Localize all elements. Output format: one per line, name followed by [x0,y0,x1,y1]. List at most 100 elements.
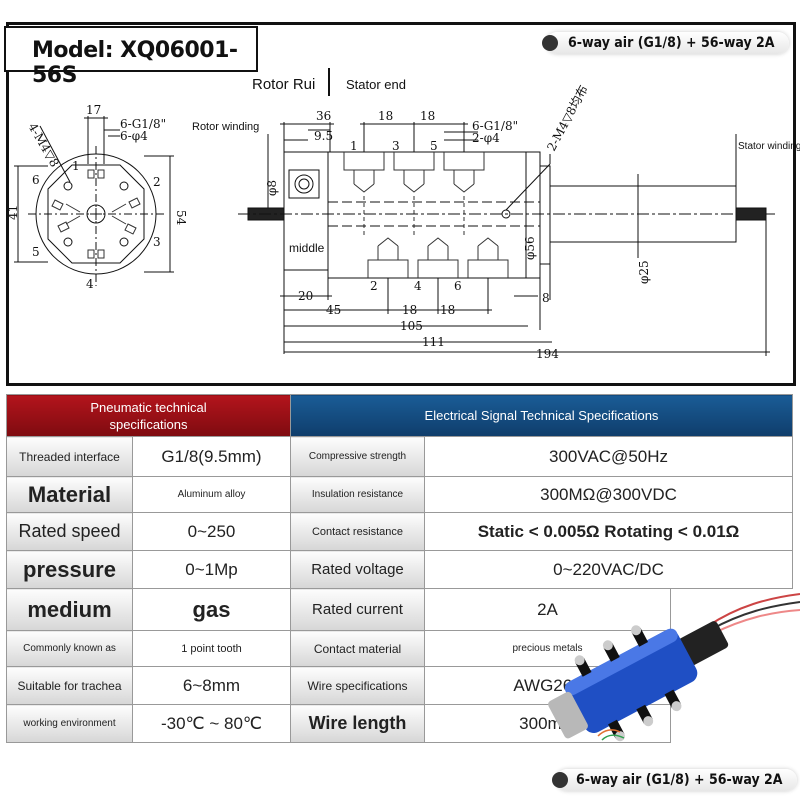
bottom-banner: 6-way air (G1/8) + 56-way 2A [552,769,797,791]
e-value: 2A [424,588,671,631]
p-label: medium [6,588,133,631]
dim-phi8: φ8 [265,180,279,196]
dim-9-5: 9.5 [314,129,333,143]
e-value: Static < 0.005Ω Rotating < 0.01Ω [424,512,793,551]
p-value: 0~250 [132,512,291,551]
e-value: 300VAC@50Hz [424,436,793,477]
dim-17: 17 [86,103,101,117]
top-banner-text: 6-way air (G1/8) + 56-way 2A [568,35,775,51]
table-row: working environment -30℃ ~ 80℃ Wire leng… [6,704,793,743]
rotor-winding-label: Rotor winding [192,121,260,133]
rotor-rui-label: Rotor Rui [252,76,316,93]
end-hole-label: 6-φ4 [120,129,148,143]
bullet-icon [542,35,558,51]
e-label: Rated current [290,588,425,631]
port-label: 5 [32,245,40,259]
p-label: Material [6,476,133,513]
port-label: 1 [350,139,358,153]
pneumatic-header: Pneumatic technical specifications [6,394,291,437]
table-row: pressure 0~1Mp Rated voltage 0~220VAC/DC [6,550,793,589]
e-label: Compressive strength [290,436,425,477]
stator-end-label: Stator end [346,77,406,92]
end-view-octagon [47,164,145,264]
model-title: Model: XQ06001-56S [4,26,258,88]
spec-table: Pneumatic technical specifications Elect… [6,394,793,743]
p-label: Threaded interface [6,436,133,477]
table-row: Threaded interface G1/8(9.5mm) Compressi… [6,436,793,477]
side-hole-label: 2-φ4 [472,131,500,145]
bullet-icon [552,772,568,788]
port-label: 2 [153,175,161,189]
p-label: Suitable for trachea [6,666,133,705]
e-label: Wire specifications [290,666,425,705]
dim-20: 20 [298,289,313,303]
end-view-bolt [119,181,129,191]
electrical-header-text: Electrical Signal Technical Specificatio… [424,408,659,423]
p-value: 0~1Mp [132,550,291,589]
rotor-body [565,629,698,733]
e-label: Rated voltage [290,550,425,589]
p-value: Aluminum alloy [132,476,291,513]
dim-105: 105 [400,319,423,333]
table-row: Rated speed 0~250 Contact resistance Sta… [6,512,793,551]
port-label: 4 [86,277,94,291]
e-label: Insulation resistance [290,476,425,513]
dim-36: 36 [316,109,331,123]
dim-41: 41 [8,205,20,220]
p-value: -30℃ ~ 80℃ [132,704,291,743]
p-label: Commonly known as [6,630,133,667]
flange-port [288,169,320,199]
middle-label: middle [287,241,327,255]
dim-phi56: φ56 [523,236,537,260]
electrical-header: Electrical Signal Technical Specificatio… [290,394,793,437]
p-value: 1 point tooth [132,630,291,667]
port-label: 3 [153,235,161,249]
dim-18: 18 [402,303,417,317]
dim-111: 111 [422,335,445,349]
bottom-banner-text: 6-way air (G1/8) + 56-way 2A [576,772,783,788]
port-label: 4 [414,279,422,293]
pneumatic-header-text: Pneumatic technical specifications [90,399,207,432]
product-photo [548,593,800,742]
stator-shaft [735,207,767,221]
end-thread-label: 6-G1/8" [120,117,166,131]
label-divider [328,68,330,96]
end-view-bolt [119,237,129,247]
dim-18: 18 [440,303,455,317]
p-label: working environment [6,704,133,743]
dim-8: 8 [542,291,550,305]
e-value: 300MΩ@300VDC [424,476,793,513]
top-banner: 6-way air (G1/8) + 56-way 2A [542,32,789,54]
e-label: Wire length [290,704,425,743]
port-label: 6 [454,279,462,293]
end-view-bolt [63,181,73,191]
main-body [327,151,541,279]
end-view-bolt [63,237,73,247]
dim-194: 194 [536,347,559,361]
drawing-frame [6,22,796,386]
p-label: pressure [6,550,133,589]
p-label: Rated speed [6,512,133,551]
dim-18: 18 [420,109,435,123]
dim-45: 45 [326,303,341,317]
side-m4-label: 2-M4▽8均布 [544,83,590,154]
table-row: Material Aluminum alloy Insulation resis… [6,476,793,513]
stator-winding-label: Stator winding [738,141,800,152]
e-label: Contact material [290,630,425,667]
dim-54: 54 [174,210,188,226]
dim-phi25: φ25 [637,260,651,284]
port-label: 2 [370,279,378,293]
table-row: medium gas Rated current 2A [6,588,793,743]
port-label: 3 [392,139,400,153]
p-value: gas [132,588,291,631]
p-value: G1/8(9.5mm) [132,436,291,477]
port-label: 6 [32,173,40,187]
port-label: 1 [72,159,80,173]
end-m4-label: 4-M4▽8 [25,121,61,170]
stator-end-part [676,621,729,667]
p-value: 6~8mm [132,666,291,705]
e-label: Contact resistance [290,512,425,551]
step-ring [539,165,551,265]
technical-drawing: 17 6-G1/8" 6-φ4 4-M4▽8 41 54 1 2 3 4 5 6… [8,83,778,361]
e-value: 0~220VAC/DC [424,550,793,589]
